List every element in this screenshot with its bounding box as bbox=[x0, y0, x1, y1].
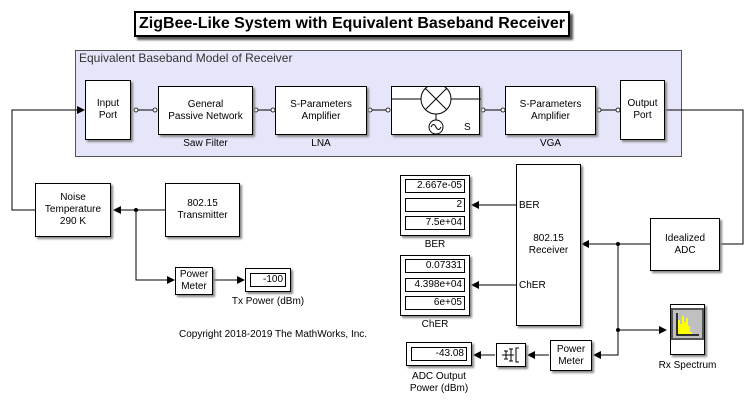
subsystem-title: Equivalent Baseband Model of Receiver bbox=[79, 51, 293, 65]
rx-spectrum-label: Rx Spectrum bbox=[658, 360, 717, 371]
adc-power-display[interactable]: -43.08 bbox=[406, 342, 472, 366]
branch-dot bbox=[134, 208, 138, 212]
receiver-port-cher: ChER bbox=[519, 280, 546, 291]
adc-power-value: -43.08 bbox=[411, 347, 467, 361]
ber-value: 7.5e+04 bbox=[405, 216, 465, 230]
adc-block[interactable]: Idealized ADC bbox=[650, 218, 720, 271]
noise-temperature-text: Noise Temperature 290 K bbox=[44, 192, 102, 227]
output-port-block[interactable]: Output Port bbox=[620, 80, 665, 140]
db-conversion-block[interactable] bbox=[496, 343, 526, 367]
transmitter-block[interactable]: 802.15 Transmitter bbox=[165, 183, 240, 237]
input-port-text: Input Port bbox=[96, 98, 120, 121]
branch-dot bbox=[616, 242, 620, 246]
cher-value: 0.07331 bbox=[405, 259, 465, 273]
rx-power-meter-text: Power Meter bbox=[556, 343, 586, 367]
tx-power-display[interactable]: -100 bbox=[245, 268, 291, 292]
noise-temperature-block[interactable]: Noise Temperature 290 K bbox=[35, 183, 111, 237]
transmitter-text: 802.15 Transmitter bbox=[177, 198, 228, 221]
branch-dot bbox=[616, 328, 620, 332]
lna-label: LNA bbox=[311, 138, 331, 149]
mixer-icon bbox=[392, 87, 481, 135]
mixer-block[interactable]: S bbox=[391, 86, 481, 135]
vga-block[interactable]: S-Parameters Amplifier bbox=[505, 86, 596, 135]
cher-display-label: ChER bbox=[421, 319, 449, 330]
tx-power-meter-text: Power Meter bbox=[179, 269, 209, 292]
cher-display[interactable]: 0.07331 4.398e+04 6e+05 bbox=[400, 255, 470, 316]
cher-value: 4.398e+04 bbox=[405, 278, 465, 292]
output-port-text: Output Port bbox=[627, 98, 658, 121]
model-title: ZigBee-Like System with Equivalent Baseb… bbox=[134, 11, 570, 37]
lna-text: S-Parameters Amplifier bbox=[290, 98, 352, 122]
saw-filter-text: General Passive Network bbox=[168, 98, 243, 122]
adc-text: Idealized ADC bbox=[664, 232, 706, 256]
saw-filter-block[interactable]: General Passive Network bbox=[158, 86, 253, 135]
receiver-block[interactable]: 802.15 Receiver BER ChER bbox=[516, 164, 581, 326]
wire-branch bbox=[593, 244, 619, 359]
rx-spectrum-block[interactable] bbox=[670, 304, 705, 355]
tx-power-meter-block[interactable]: Power Meter bbox=[175, 267, 213, 295]
tx-power-value: -100 bbox=[250, 273, 286, 287]
vga-label: VGA bbox=[539, 138, 562, 149]
copyright-text: Copyright 2018-2019 The MathWorks, Inc. bbox=[179, 329, 368, 340]
ber-value: 2.667e-05 bbox=[405, 179, 465, 193]
input-port-block[interactable]: Input Port bbox=[85, 80, 131, 140]
db-conversion-icon bbox=[502, 347, 519, 363]
ber-display-label: BER bbox=[424, 239, 446, 250]
ber-display[interactable]: 2.667e-05 2 7.5e+04 bbox=[400, 175, 470, 236]
spectrum-scope-icon bbox=[671, 308, 704, 340]
lna-block[interactable]: S-Parameters Amplifier bbox=[275, 86, 367, 135]
mixer-label: S bbox=[464, 122, 471, 133]
tx-power-label: Tx Power (dBm) bbox=[231, 296, 305, 307]
receiver-text: 802.15 Receiver bbox=[528, 233, 569, 256]
adc-power-label: ADC Output Power (dBm) bbox=[409, 371, 469, 394]
ber-value: 2 bbox=[405, 198, 465, 212]
vga-text: S-Parameters Amplifier bbox=[519, 98, 582, 122]
rx-power-meter-block[interactable]: Power Meter bbox=[550, 340, 592, 371]
saw-filter-label: Saw Filter bbox=[183, 138, 228, 149]
receiver-port-ber: BER bbox=[519, 200, 540, 211]
cher-value: 6e+05 bbox=[405, 296, 465, 310]
